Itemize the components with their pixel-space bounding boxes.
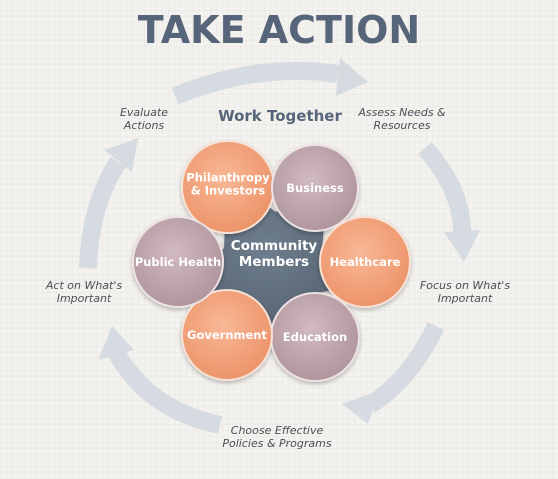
arrow-evaluate-to-assess xyxy=(171,61,340,105)
arrow-assess-to-focus xyxy=(418,142,471,233)
arrow-head-top xyxy=(336,58,368,96)
petal-label-education: Education xyxy=(283,330,347,344)
petal-healthcare xyxy=(319,216,411,308)
petal-label-public-health: Public Health xyxy=(135,255,221,269)
arrow-act-to-evaluate xyxy=(79,157,126,269)
work-together-label: Work Together xyxy=(218,107,342,125)
arrow-choose-to-act xyxy=(108,347,222,434)
arrow-head-top-left xyxy=(104,138,138,172)
step-choose: Choose Effective Policies & Programs xyxy=(222,424,332,450)
step-evaluate: Evaluate Actions xyxy=(119,106,169,132)
petal-label-healthcare: Healthcare xyxy=(330,255,401,269)
petal-label-business: Business xyxy=(286,181,344,195)
cycle-arrows xyxy=(79,58,480,434)
step-act: Act on What's Important xyxy=(45,279,123,305)
arrow-head-left xyxy=(98,326,134,360)
step-assess: Assess Needs & Resources xyxy=(358,106,446,132)
page-title: TAKE ACTION xyxy=(137,8,421,52)
petal-government xyxy=(181,289,273,381)
arrow-focus-to-choose xyxy=(365,322,445,413)
petal-business xyxy=(271,144,359,232)
petal-label-philanthropy: Philanthropy& Investors xyxy=(186,170,270,197)
arrow-head-bottom-right xyxy=(342,390,380,424)
petal-label-government: Government xyxy=(187,328,267,342)
petal-public-health xyxy=(132,216,224,308)
step-focus: Focus on What's Important xyxy=(419,279,511,305)
arrow-head-right xyxy=(444,230,480,262)
